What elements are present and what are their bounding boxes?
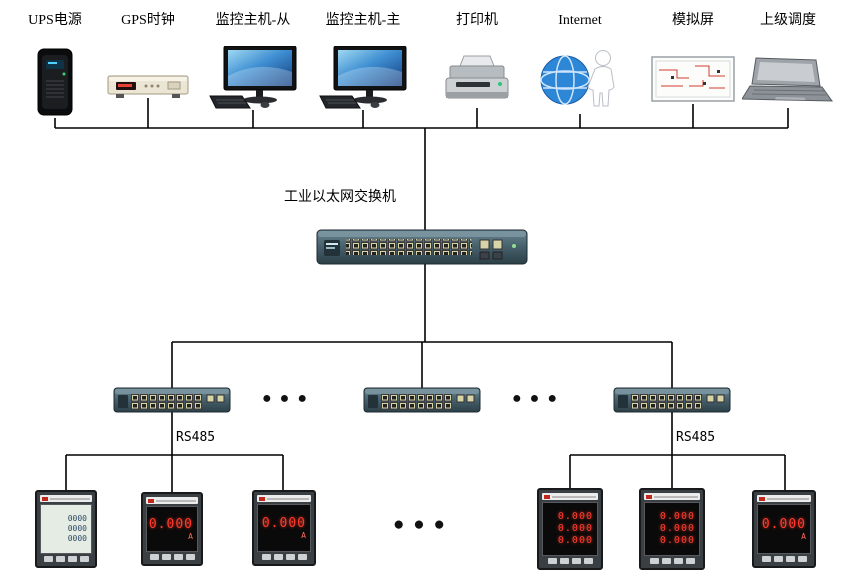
ethernet-switch-icon xyxy=(113,387,231,413)
meter-led-display: 0.000 0.000 0.000 xyxy=(644,502,700,556)
workstation-icon xyxy=(319,46,407,109)
meter-buttons xyxy=(40,556,92,563)
device-label-internet: Internet xyxy=(558,13,602,28)
device-monitor-slave: 监控主机-从 xyxy=(203,12,303,110)
meter-buttons xyxy=(146,554,198,561)
printer-icon xyxy=(445,55,509,99)
power-meter-led: 0.000 A xyxy=(252,490,316,566)
led-row: 0.000 xyxy=(557,535,593,546)
brand-logo-icon xyxy=(759,496,765,501)
meter-buttons xyxy=(542,558,598,565)
led-value: 0.000 xyxy=(761,517,806,532)
device-dispatch: 上级调度 xyxy=(741,12,835,106)
internet-globe-icon xyxy=(540,50,615,107)
led-unit: A xyxy=(188,532,193,541)
meter-led-display: 0.000 0.000 0.000 xyxy=(542,502,598,556)
meter-brand-strip xyxy=(542,493,598,500)
meter-buttons xyxy=(644,558,700,565)
device-label-mimic: 模拟屏 xyxy=(672,13,714,28)
led-unit: A xyxy=(301,531,306,540)
brand-logo-icon xyxy=(259,496,265,501)
ellipsis-meters: ● ● ● xyxy=(393,514,447,535)
rs485-label-left: RS485 xyxy=(176,430,216,445)
device-ups: UPS电源 xyxy=(13,12,97,120)
ellipsis-switches-right: ● ● ● xyxy=(512,390,559,407)
meter-led-display: 0.000 A xyxy=(757,504,811,554)
mimic-board-icon xyxy=(651,56,735,102)
device-label-monitor-master: 监控主机-主 xyxy=(325,13,401,28)
lcd-row: 0000 xyxy=(67,534,87,543)
power-meter-lcd: 0000 0000 0000 xyxy=(35,490,97,568)
power-meter-led: 0.000 A xyxy=(141,492,203,566)
led-row: 0.000 xyxy=(659,535,695,546)
led-row: 0.000 xyxy=(659,511,695,522)
brand-logo-icon xyxy=(42,496,48,501)
meter-led-display: 0.000 A xyxy=(257,504,311,552)
meter-lcd-display: 0000 0000 0000 xyxy=(40,504,92,554)
device-label-ups: UPS电源 xyxy=(28,13,82,28)
main-switch-label: 工业以太网交换机 xyxy=(284,190,396,205)
lcd-row: 0000 xyxy=(67,514,87,523)
main-ethernet-switch xyxy=(316,226,528,273)
ethernet-switch-icon xyxy=(363,387,481,413)
sub-switch-2 xyxy=(363,386,481,419)
device-label-gps: GPS时钟 xyxy=(121,13,175,28)
meter-brand-strip xyxy=(644,493,700,500)
sub-switch-1 xyxy=(113,386,231,419)
device-label-dispatch: 上级调度 xyxy=(760,13,816,28)
rs485-label-right: RS485 xyxy=(676,430,716,445)
brand-logo-icon xyxy=(544,494,550,499)
brand-logo-icon xyxy=(646,494,652,499)
meter-brand-strip xyxy=(146,497,198,504)
led-value: 0.000 xyxy=(148,517,193,532)
led-unit: A xyxy=(801,532,806,541)
laptop-icon xyxy=(742,57,833,102)
power-meter-multirow: 0.000 0.000 0.000 xyxy=(639,488,705,570)
meter-brand-strip xyxy=(757,495,811,502)
ethernet-switch-icon xyxy=(316,229,528,265)
meter-brand-strip xyxy=(257,495,311,502)
device-printer: 打印机 xyxy=(432,12,522,108)
led-row: 0.000 xyxy=(659,523,695,534)
device-label-printer: 打印机 xyxy=(456,13,498,28)
meter-buttons xyxy=(257,554,311,561)
led-value: 0.000 xyxy=(261,516,306,531)
device-label-monitor-slave: 监控主机-从 xyxy=(215,13,291,28)
power-meter-led: 0.000 A xyxy=(752,490,816,568)
ups-tower-icon xyxy=(37,48,73,116)
sub-switch-3 xyxy=(613,386,731,419)
meter-buttons xyxy=(757,556,811,563)
device-internet: Internet xyxy=(535,12,625,112)
led-row: 0.000 xyxy=(557,523,593,534)
workstation-icon xyxy=(209,46,297,109)
ellipsis-switches-left: ● ● ● xyxy=(262,390,309,407)
device-mimic-panel: 模拟屏 xyxy=(648,12,738,104)
ethernet-switch-icon xyxy=(613,387,731,413)
meter-brand-strip xyxy=(40,495,92,502)
led-row: 0.000 xyxy=(557,511,593,522)
power-meter-multirow: 0.000 0.000 0.000 xyxy=(537,488,603,570)
meter-led-display: 0.000 A xyxy=(146,506,198,552)
brand-logo-icon xyxy=(148,498,154,503)
gps-clock-icon xyxy=(107,75,189,98)
lcd-row: 0000 xyxy=(67,524,87,533)
device-gps-clock: GPS时钟 xyxy=(106,12,190,102)
device-monitor-master: 监控主机-主 xyxy=(313,12,413,110)
